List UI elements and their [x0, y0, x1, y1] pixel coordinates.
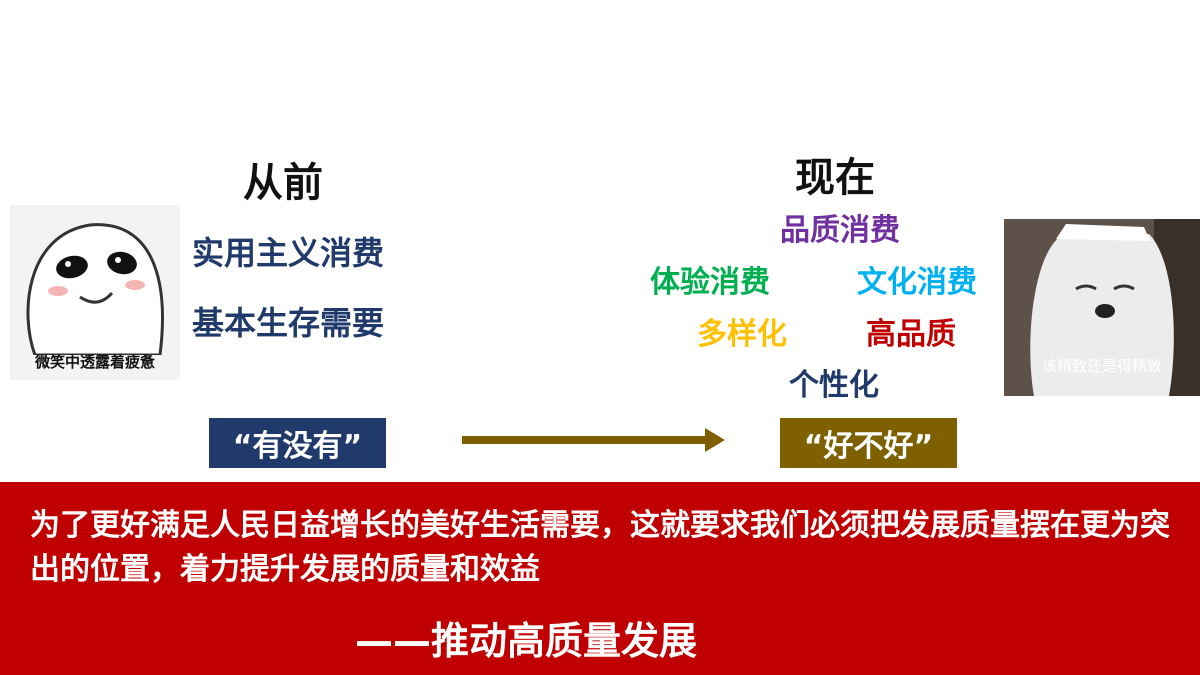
right-heading: 现在	[795, 155, 875, 201]
left-heading: 从前	[243, 160, 323, 206]
right-label-box: “好不好”	[780, 418, 957, 468]
tag-culture-consumption: 文化消费	[857, 265, 977, 300]
left-meme-image: 微笑中透露着疲惫	[10, 205, 180, 380]
tag-personalization: 个性化	[789, 368, 879, 403]
bottom-banner: 为了更好满足人民日益增长的美好生活需要，这就要求我们必须把发展质量摆在更为突出的…	[0, 482, 1200, 675]
left-line-1: 实用主义消费	[192, 234, 385, 272]
left-label-text: “有没有”	[232, 429, 363, 464]
left-line-2: 基本生存需要	[192, 304, 385, 342]
bottom-body-text: 为了更好满足人民日益增长的美好生活需要，这就要求我们必须把发展质量摆在更为突出的…	[30, 508, 1170, 587]
left-meme-caption: 微笑中透露着疲惫	[34, 353, 155, 371]
dog-face-icon	[1004, 219, 1200, 396]
left-label-box: “有没有”	[209, 418, 386, 468]
right-label-text: “好不好”	[803, 429, 934, 464]
tag-diversification: 多样化	[697, 317, 787, 352]
tag-experience-consumption: 体验消费	[650, 265, 770, 300]
bottom-slogan: ——推动高质量发展	[355, 619, 698, 663]
right-meme-caption: 该精致还是得精致	[1041, 357, 1162, 375]
smiling-face-icon	[26, 223, 164, 357]
tag-high-quality: 高品质	[866, 317, 956, 352]
right-arrow-icon	[462, 428, 725, 452]
right-meme-image: 该精致还是得精致	[1004, 219, 1200, 396]
tag-quality-consumption: 品质消费	[780, 213, 900, 248]
